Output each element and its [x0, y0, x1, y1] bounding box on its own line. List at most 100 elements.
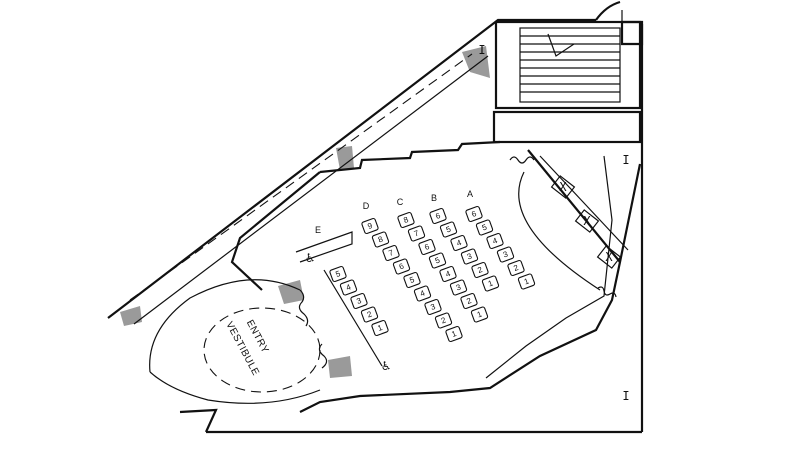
seat-C-2: 2 [460, 292, 478, 310]
stair-arrow [547, 33, 575, 57]
seat-D-4: 4 [413, 285, 432, 302]
svg-text:5: 5 [434, 255, 442, 265]
wall-hatch-left-bottom [120, 306, 142, 326]
svg-text:3: 3 [455, 282, 463, 292]
svg-text:5: 5 [445, 224, 453, 234]
svg-text:1: 1 [487, 278, 495, 288]
outer-wall-bottom-step [179, 408, 218, 433]
seating-aisle-line [323, 269, 383, 367]
seat-C-1: 1 [470, 306, 489, 323]
stage-box-1: X [550, 175, 576, 199]
svg-text:7: 7 [413, 228, 421, 238]
svg-text:9: 9 [366, 221, 374, 231]
svg-text:I: I [622, 153, 629, 167]
seat-E-5: 5 [329, 265, 347, 283]
stage-box-3: X [596, 245, 622, 269]
section-mark-right: I [622, 153, 629, 167]
wall-hatch-vestibule [278, 280, 304, 304]
outer-wall-diagonal [107, 18, 596, 319]
svg-text:8: 8 [402, 215, 410, 225]
seating-block-outline [295, 231, 353, 263]
svg-text:X: X [559, 180, 567, 194]
stair-treads [520, 35, 620, 93]
wheelchair-icon-lower: ♿ [381, 359, 392, 373]
seat-D-9: 9 [361, 217, 379, 235]
seat-C-5: 5 [428, 252, 447, 269]
seat-C-7: 7 [407, 225, 426, 242]
stair-shaft [519, 27, 621, 103]
top-entrance-arc [595, 0, 621, 21]
seat-B-5: 5 [439, 221, 458, 238]
seat-E-1: 1 [371, 319, 389, 337]
row-label-D: D [363, 201, 370, 211]
svg-text:8: 8 [377, 234, 385, 244]
svg-text:♿: ♿ [381, 359, 392, 373]
seat-C-4: 4 [439, 265, 457, 283]
row-label-B: B [431, 193, 437, 203]
hall-inner-front-wall [485, 155, 613, 379]
hall-back-wall [319, 140, 501, 174]
svg-text:6: 6 [470, 209, 478, 219]
seat-D-5: 5 [403, 271, 421, 289]
svg-text:1: 1 [450, 329, 458, 339]
seat-A-2: 2 [507, 259, 525, 277]
wall-hatch-top [462, 46, 490, 78]
stage-box-2: X [574, 209, 600, 233]
coil-top [509, 156, 535, 164]
coil-bottom [597, 286, 617, 298]
svg-text:4: 4 [444, 269, 452, 279]
row-label-A: A [467, 189, 473, 199]
seat-B-2: 2 [471, 261, 489, 279]
section-mark-bottom: I [622, 389, 629, 403]
seat-A-4: 4 [486, 232, 504, 250]
wall-hatch-lower [328, 356, 352, 378]
seat-C-8: 8 [397, 211, 415, 229]
seat-D-1: 1 [445, 325, 463, 343]
svg-text:I: I [622, 389, 629, 403]
seat-D-2: 2 [434, 312, 453, 329]
svg-text:4: 4 [345, 282, 353, 292]
seat-E-4: 4 [339, 279, 358, 296]
svg-text:6: 6 [434, 211, 442, 221]
seat-A-6: 6 [465, 205, 483, 223]
svg-text:3: 3 [502, 249, 510, 259]
seat-C-6: 6 [418, 238, 436, 256]
outer-wall-inner-diagonal [133, 55, 489, 325]
svg-text:5: 5 [408, 275, 416, 285]
svg-text:5: 5 [334, 269, 342, 279]
svg-text:3: 3 [429, 302, 437, 312]
seat-A-1: 1 [517, 273, 536, 290]
seat-D-8: 8 [371, 231, 390, 248]
seat-D-6: 6 [392, 258, 411, 275]
svg-text:1: 1 [476, 309, 484, 319]
svg-text:2: 2 [512, 263, 520, 273]
svg-text:6: 6 [423, 242, 431, 252]
wheelchair-icon-upper: ♿ [305, 251, 316, 265]
svg-text:2: 2 [440, 315, 448, 325]
svg-text:I: I [478, 43, 485, 57]
svg-text:2: 2 [476, 265, 484, 275]
seat-B-6: 6 [429, 207, 447, 225]
hall-front-wall [299, 163, 642, 413]
seat-B-1: 1 [481, 275, 500, 292]
svg-text:1: 1 [376, 323, 384, 333]
svg-text:7: 7 [387, 248, 395, 258]
dashed-line-left [129, 53, 473, 301]
svg-text:2: 2 [465, 296, 473, 306]
svg-text:4: 4 [419, 288, 427, 298]
row-label-C: C [397, 197, 404, 207]
seat-D-7: 7 [382, 244, 400, 262]
stage-arc [518, 171, 601, 291]
seat-B-4: 4 [450, 234, 468, 252]
svg-text:5: 5 [481, 222, 489, 232]
seat-D-3: 3 [424, 298, 442, 316]
svg-text:2: 2 [366, 309, 374, 319]
seat-E-3: 3 [350, 292, 368, 310]
svg-text:1: 1 [523, 276, 531, 286]
svg-text:X: X [583, 214, 591, 228]
svg-text:3: 3 [355, 296, 363, 306]
svg-text:6: 6 [398, 261, 406, 271]
svg-text:4: 4 [491, 236, 499, 246]
